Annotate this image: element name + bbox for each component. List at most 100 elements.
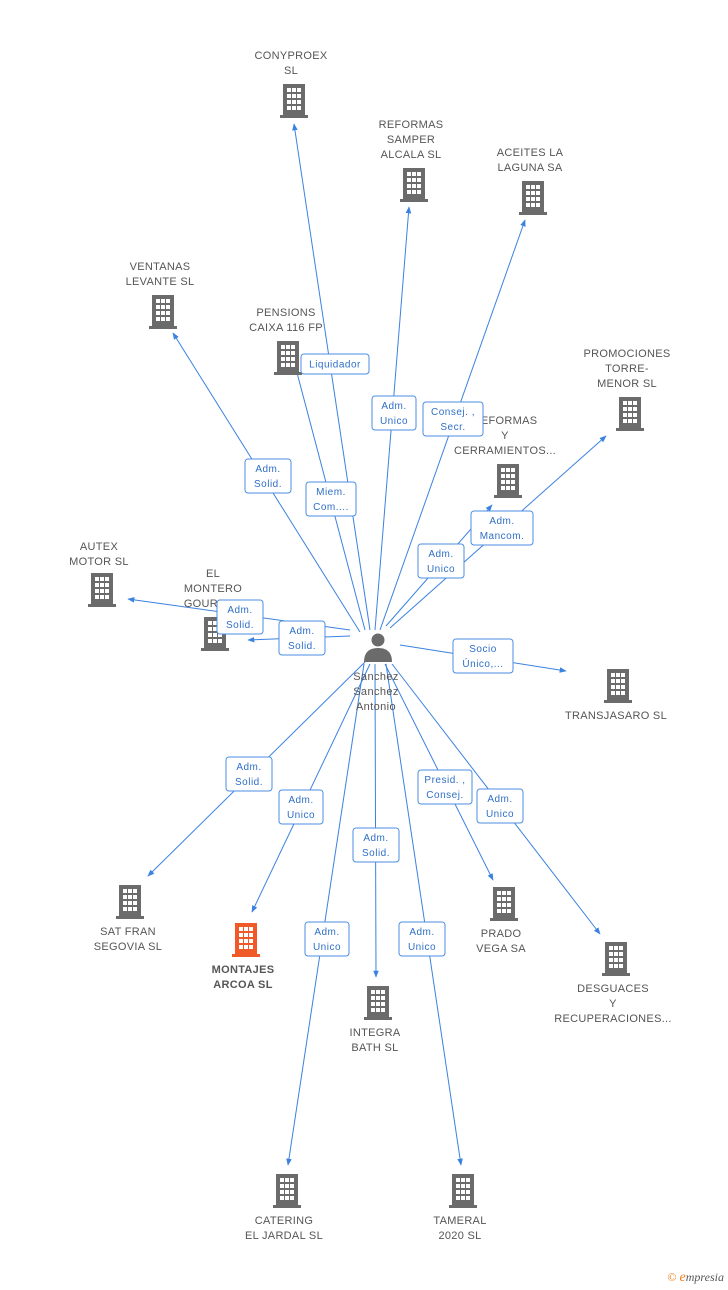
role-badge-box xyxy=(216,599,264,635)
role-badge-text: Adm. xyxy=(363,833,388,844)
role-badge-text: Liquidador xyxy=(309,360,361,371)
company-label: MENOR SL xyxy=(597,378,657,390)
company-label: DESGUACES xyxy=(577,983,649,995)
company-node-prado[interactable]: PRADO VEGA SA xyxy=(476,887,526,955)
role-badge-box xyxy=(278,789,324,825)
role-badge-box xyxy=(300,353,370,375)
empresia-logo: © empresia xyxy=(667,1270,724,1286)
company-label: Y xyxy=(501,430,509,442)
role-badge-r-consej-secr[interactable]: Consej. ,Secr. xyxy=(422,401,484,437)
role-badge-text: Único,... xyxy=(462,657,503,670)
company-label: 2020 SL xyxy=(438,1230,481,1242)
role-badge-text: Unico xyxy=(486,809,514,820)
company-label: TRANSJASARO SL xyxy=(565,710,667,722)
company-label: AUTEX xyxy=(80,541,119,553)
brand-name: mpresia xyxy=(685,1270,724,1284)
role-badge-r-adm-solid-integra[interactable]: Adm.Solid. xyxy=(352,827,400,863)
role-badge-box xyxy=(417,769,473,805)
role-badge-box xyxy=(452,638,514,674)
building-icon xyxy=(602,942,630,976)
building-icon xyxy=(494,464,522,498)
role-badge-text: Miem. xyxy=(316,487,346,498)
building-icon xyxy=(273,1174,301,1208)
role-badge-text: Solid. xyxy=(226,620,254,631)
role-badge-text: Unico xyxy=(427,564,455,575)
building-icon xyxy=(519,181,547,215)
role-badge-r-adm-unico-tameral[interactable]: Adm.Unico xyxy=(398,921,446,957)
company-label: PRADO xyxy=(481,928,522,940)
role-badge-r-miem-com[interactable]: Miem.Com.... xyxy=(305,481,357,517)
role-badge-box xyxy=(304,921,350,957)
company-label: SAT FRAN xyxy=(100,926,156,938)
role-badge-r-adm-unico-reformas[interactable]: Adm.Unico xyxy=(371,395,417,431)
company-node-transjasaro[interactable]: TRANSJASARO SL xyxy=(565,669,667,722)
role-badge-text: Adm. xyxy=(227,605,252,616)
company-label: RECUPERACIONES... xyxy=(554,1013,672,1025)
role-badge-text: Unico xyxy=(287,810,315,821)
role-badge-box xyxy=(417,543,465,579)
role-badge-box xyxy=(422,401,484,437)
company-label: REFORMAS xyxy=(473,415,538,427)
person-icon xyxy=(364,633,392,662)
role-badge-r-liquidador[interactable]: Liquidador xyxy=(300,353,370,375)
role-badge-r-adm-solid-montero[interactable]: Adm.Solid. xyxy=(278,620,326,656)
company-label: CERRAMIENTOS... xyxy=(454,445,556,457)
role-badge-text: Adm. xyxy=(236,762,261,773)
role-badge-text: Adm. xyxy=(288,795,313,806)
role-badge-box xyxy=(278,620,326,656)
role-badge-text: Solid. xyxy=(254,479,282,490)
building-icon xyxy=(604,669,632,703)
edge-montajes xyxy=(251,663,371,913)
role-badge-r-adm-unico-catering[interactable]: Adm. Unico xyxy=(304,921,350,957)
role-badge-text: Adm. xyxy=(314,927,339,938)
role-badge-text: Secr. xyxy=(440,422,465,433)
company-label: BATH SL xyxy=(351,1042,398,1054)
role-badge-r-adm-unico-montajes[interactable]: Adm. Unico xyxy=(278,789,324,825)
role-badge-text: Unico xyxy=(313,942,341,953)
building-icon xyxy=(274,341,302,375)
person-name: Sanchez xyxy=(353,686,399,698)
company-label: SAMPER xyxy=(387,134,435,146)
role-badge-r-adm-solid-autex[interactable]: Adm. Solid. xyxy=(216,599,264,635)
edge-catering xyxy=(286,663,365,1166)
company-label: ACEITES LA xyxy=(497,147,564,159)
role-badge-text: Socio xyxy=(469,644,497,655)
role-badge-r-socio-unico[interactable]: SocioÚnico,... xyxy=(452,638,514,674)
role-badge-r-adm-unico-cerr[interactable]: Adm. Unico xyxy=(417,543,465,579)
role-badge-box xyxy=(476,788,524,824)
company-label: Y xyxy=(609,998,617,1010)
company-label: REFORMAS xyxy=(379,119,444,131)
company-node-reformas-cerr[interactable]: REFORMAS Y CERRAMIENTOS... xyxy=(454,415,556,498)
building-icon xyxy=(616,397,644,431)
company-label: TORRE- xyxy=(605,363,649,375)
company-label: CAIXA 116 FP xyxy=(249,322,323,334)
role-badge-text: Adm. xyxy=(489,516,514,527)
company-label: VEGA SA xyxy=(476,943,526,955)
company-label: MONTAJES xyxy=(212,964,275,976)
role-badge-r-presid-consej[interactable]: Presid. ,Consej. xyxy=(417,769,473,805)
role-badge-text: Adm. xyxy=(255,464,280,475)
role-badge-r-adm-unico-desguaces[interactable]: Adm.Unico xyxy=(476,788,524,824)
edge-integra xyxy=(373,663,379,978)
role-badge-r-adm-solid-ventanas[interactable]: Adm. Solid. xyxy=(244,458,292,494)
building-icon xyxy=(116,885,144,919)
role-badge-text: Adm. xyxy=(428,549,453,560)
role-badge-r-adm-solid-satfran[interactable]: Adm.Solid. xyxy=(225,756,273,792)
role-badge-r-adm-mancom[interactable]: Adm.Mancom. xyxy=(470,510,534,546)
company-node-desguaces[interactable]: DESGUACES Y RECUPERACIONES... xyxy=(554,942,672,1025)
